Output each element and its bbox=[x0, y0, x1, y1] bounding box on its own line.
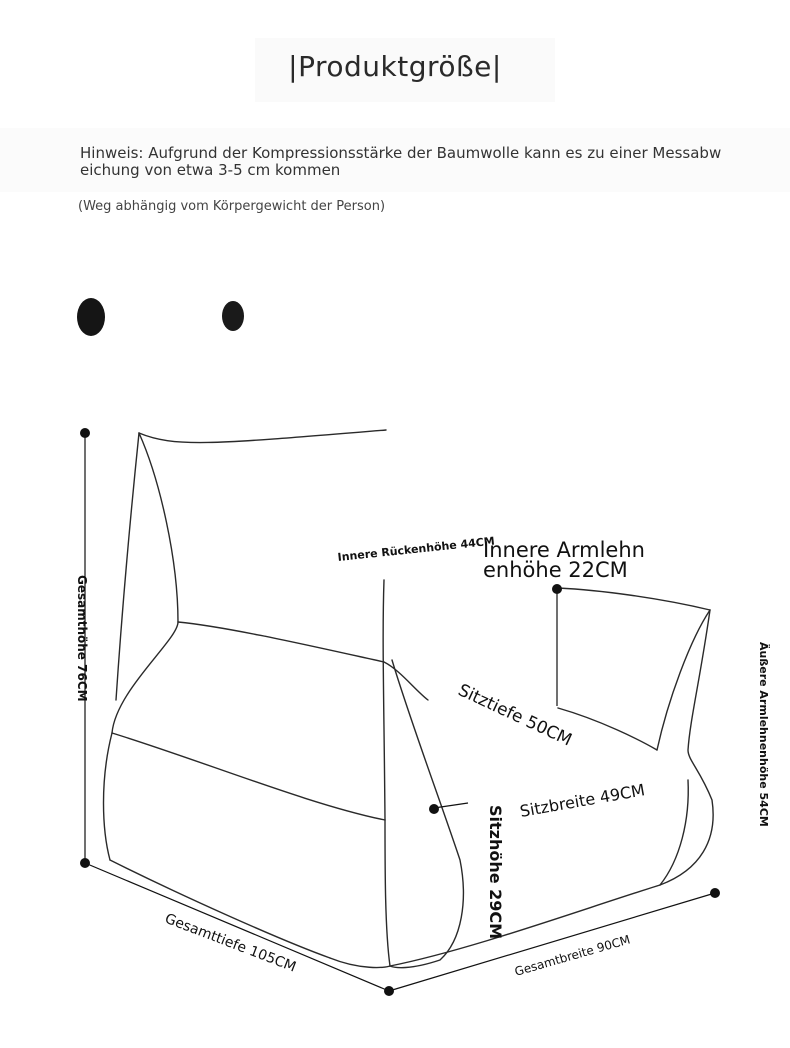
inner-back-height-label: Innere Rückenhöhe 44CM bbox=[337, 535, 495, 564]
dot-seat-height bbox=[429, 804, 439, 814]
dot-armrest-top bbox=[552, 584, 562, 594]
ink-blob-right bbox=[222, 301, 244, 331]
measurement-lines bbox=[84, 433, 716, 992]
weight-note: (Weg abhängig vom Körpergewicht der Pers… bbox=[78, 199, 386, 214]
total-width-label: Gesamtbreite 90CM bbox=[513, 932, 632, 978]
page-title: |Produktgröße| bbox=[288, 50, 502, 83]
total-depth-label: Gesamttiefe 105CM bbox=[163, 911, 299, 976]
note-background bbox=[0, 128, 790, 192]
inner-arm-height-label-line1: Innere Armlehn bbox=[483, 538, 645, 562]
seat-height-label: Sitzhöhe 29CM bbox=[486, 805, 505, 939]
measurement-dots bbox=[80, 428, 720, 996]
total-height-label: Gesamthöhe 76CM bbox=[75, 575, 89, 702]
dot-bottom-front bbox=[384, 986, 394, 996]
sofa-outline bbox=[102, 429, 714, 969]
title-background bbox=[255, 38, 555, 102]
ink-blob-left bbox=[77, 298, 105, 336]
dot-bottom-left bbox=[80, 858, 90, 868]
dot-bottom-right bbox=[710, 888, 720, 898]
seat-width-label: Sitzbreite 49CM bbox=[518, 780, 646, 821]
outer-arm-height-label: Äußere Armlehnenhöhe 54CM bbox=[757, 642, 771, 827]
inner-arm-height-label-line2: enhöhe 22CM bbox=[483, 558, 628, 582]
measurement-note: Hinweis: Aufgrund der Kompressionsstärke… bbox=[80, 144, 722, 179]
dot-top-left bbox=[80, 428, 90, 438]
